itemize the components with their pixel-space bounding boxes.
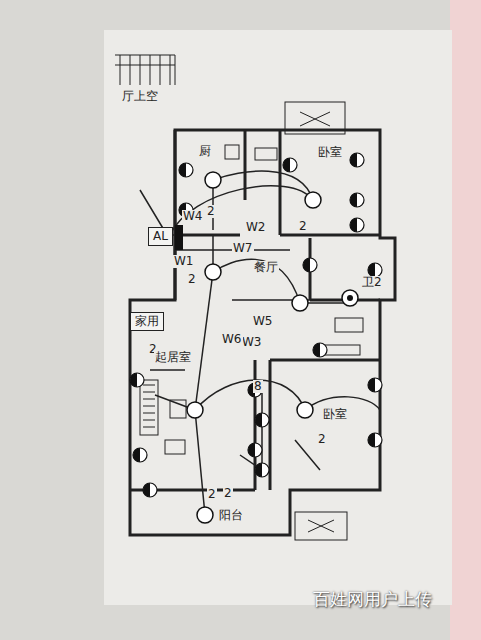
node-text: AL [153,229,168,243]
plan-label: 起居室 [154,351,192,364]
plan-label: 2 [223,487,233,500]
plan-label: W2 [245,221,267,234]
plan-label: W6 [221,333,243,346]
plan-label: W3 [241,336,263,349]
plan-label: 卧室 [322,408,348,421]
label-box: 家用 [130,312,164,331]
plan-label: 2 [187,273,197,286]
plan-label: 阳台 [218,509,244,522]
plan-label: 8 [253,380,263,393]
plan-label: 厨 [198,145,212,158]
plan-label: 卧室 [317,146,343,159]
plan-label: W5 [252,315,274,328]
watermark: 百姓网用户上传 [312,590,433,609]
plan-label: 卫2 [361,276,383,289]
plan-label: W1 [173,255,195,268]
distribution-box: AL [148,227,173,246]
plan-label: 厅上空 [121,90,159,103]
plan-label: W4 [182,210,204,223]
node-text: 家用 [135,314,159,328]
plan-label: 2 [317,433,327,446]
plan-label: 2 [206,205,216,218]
plan-label: 餐厅 [253,261,279,274]
plan-label: 2 [298,220,308,233]
plan-label: 2 [207,488,217,501]
plan-label: W7 [232,242,254,255]
